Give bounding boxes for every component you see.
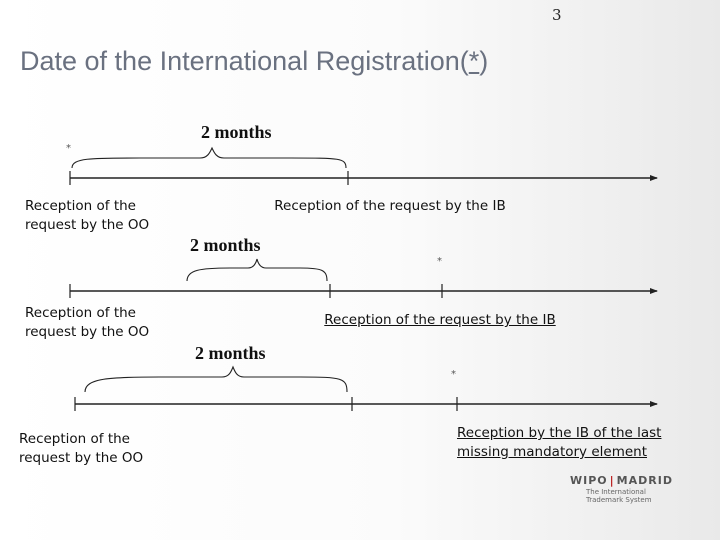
logo-wordmark: WIPO|MADRID: [566, 474, 678, 487]
page-title: Date of the International Registration(*…: [20, 46, 488, 77]
timeline-3-brace: [84, 365, 348, 393]
row-2-period-label: 2 months: [190, 235, 261, 255]
logo-separator: |: [609, 474, 615, 487]
row-1-ib-label: Reception of the request by the IB: [274, 198, 506, 214]
row-1-period-label: 2 months: [201, 122, 272, 142]
row-3-origin-label: Reception of the request by the OO: [19, 431, 144, 466]
row-1-asterisk: *: [66, 143, 71, 154]
timeline-3: [74, 365, 658, 411]
row-3-asterisk: *: [451, 369, 456, 380]
title-suffix: ): [479, 46, 489, 76]
wipo-madrid-logo: WIPO|MADRID The International Trademark …: [566, 474, 678, 514]
row-3-period-label: 2 months: [195, 343, 266, 363]
row-2-asterisk: *: [437, 256, 442, 267]
title-prefix: Date of the International Registration(: [20, 46, 469, 76]
row-2-ib-label: Reception of the request by the IB: [324, 312, 556, 328]
logo-madrid-text: MADRID: [616, 474, 673, 487]
page-number: 3: [552, 6, 562, 24]
title-asterisk-marker: *: [468, 46, 480, 76]
row-1-origin-label: Reception of the request by the OO: [25, 198, 150, 233]
row-2-origin-label: Reception of the request by the OO: [25, 305, 150, 340]
row-3-ib-label: Reception by the IB of the last missing …: [457, 425, 662, 460]
timeline-2-brace: [186, 258, 328, 282]
timeline-1-brace: [71, 146, 347, 169]
logo-tagline: The International Trademark System: [586, 488, 652, 504]
timeline-2: [69, 258, 658, 298]
timeline-1: [69, 146, 658, 185]
logo-wipo-text: WIPO: [570, 474, 608, 487]
